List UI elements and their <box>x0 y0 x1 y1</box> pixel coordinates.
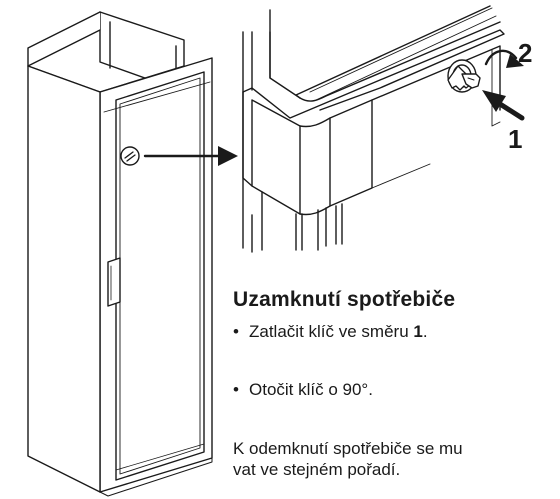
callout-turn: 2 <box>518 38 532 68</box>
step-end: . <box>422 322 428 341</box>
note-line: K odemknutí spotřebiče se mu <box>233 439 463 458</box>
lock-detail-view <box>242 5 505 253</box>
section-heading: Uzamknutí spotřebiče <box>233 288 456 311</box>
unlock-note: K odemknutí spotřebiče se mu vat ve stej… <box>233 438 463 480</box>
key-lock-icon <box>447 59 481 93</box>
step-emphasis: 1 <box>413 322 423 341</box>
callout-push: 1 <box>508 124 522 154</box>
bullet: • <box>233 380 239 399</box>
bullet: • <box>233 322 239 341</box>
rotate-arrow-icon <box>484 49 524 68</box>
step-text: Otočit klíč o 90°. <box>249 380 373 399</box>
freezer-cabinet-drawing <box>27 11 213 497</box>
step-push-key: • Zatlačit klíč ve směru 1. <box>233 322 428 342</box>
push-arrow-icon <box>482 90 525 121</box>
pointer-arrow-icon <box>143 146 238 166</box>
note-line: vat ve stejném pořadí. <box>233 460 401 479</box>
step-text: Zatlačit klíč ve směru <box>249 322 414 341</box>
step-turn-key: • Otočit klíč o 90°. <box>233 380 373 400</box>
